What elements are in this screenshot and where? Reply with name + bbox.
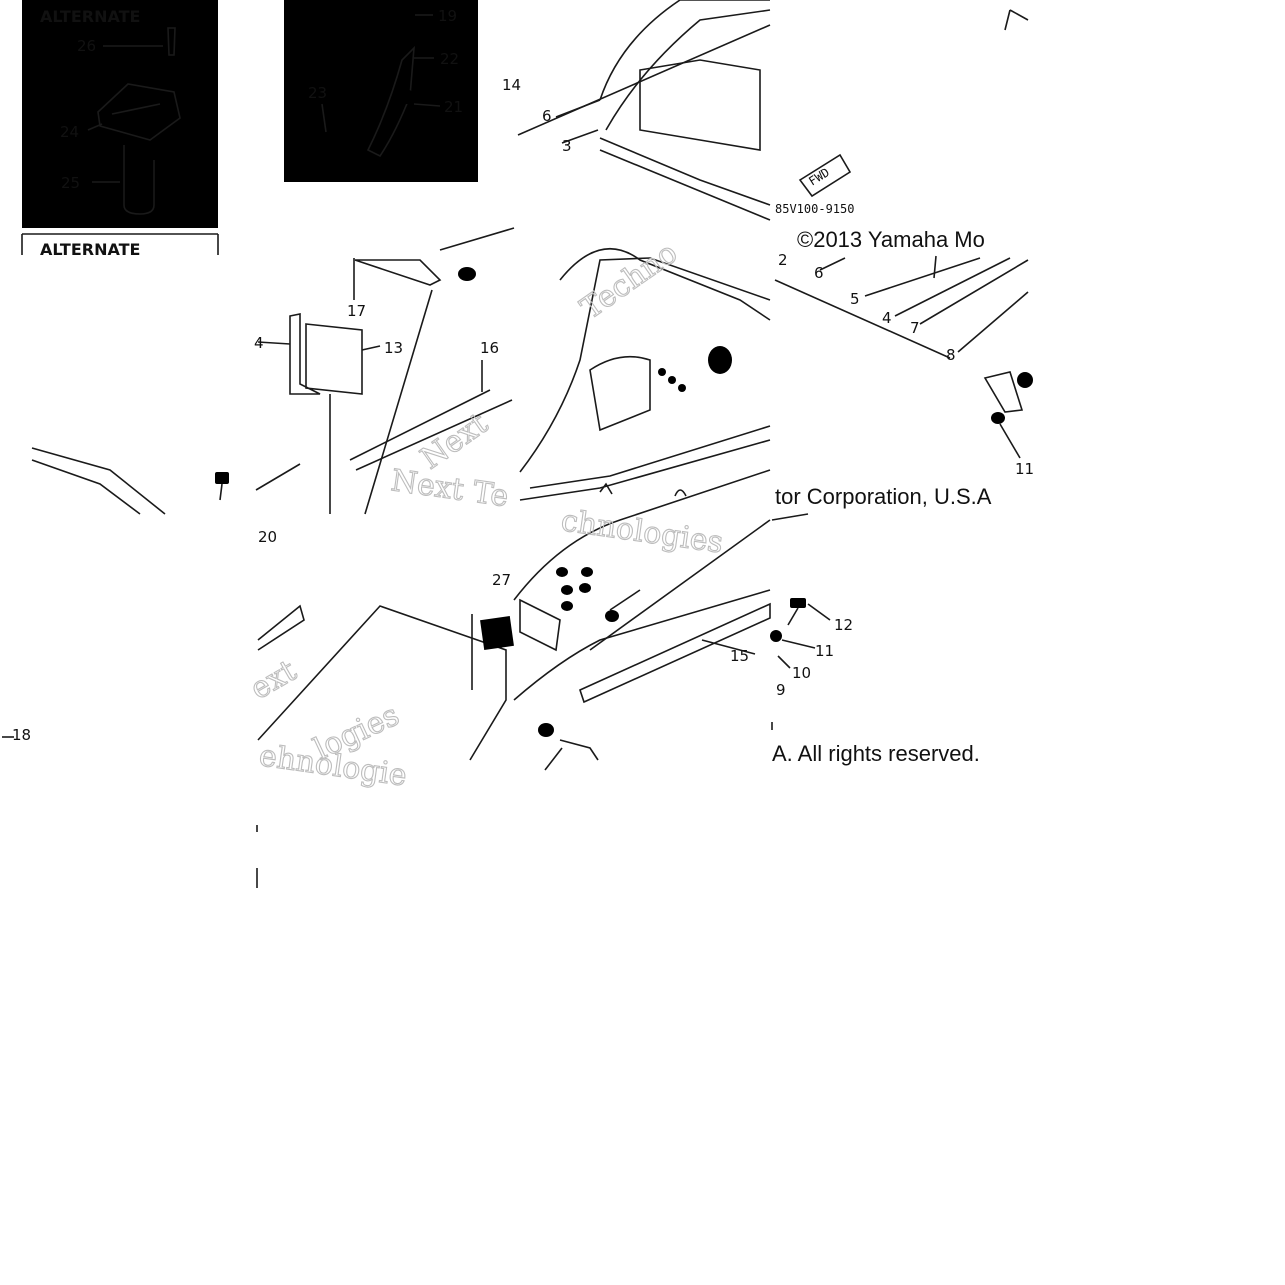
callout-27: 27 [492,571,511,589]
callout-24: 24 [60,123,79,141]
callout-9: 9 [776,681,786,699]
callout-8: 8 [946,346,956,364]
watermark: Next Te chnologies Techno Next ext logie… [244,235,726,794]
skid-left-shape [31,447,166,515]
callout-11: 11 [815,642,834,660]
bumper-14-shape [289,313,321,395]
hood-upper-edge [599,0,770,101]
callout-16: 16 [480,339,499,357]
alternate-box-1 [22,0,218,228]
watermark-text-4: Next [415,406,495,477]
callout-5: 5 [850,290,860,308]
callout-15: 15 [730,647,749,665]
alternate-label-1: ALTERNATE [40,7,140,26]
accessory-box [284,0,478,182]
callout-3: 3 [562,137,572,155]
fender-shape [257,604,305,651]
pad-23-shape [319,134,339,166]
bracket-24-shape [97,83,181,141]
strap-22-shape [366,45,415,158]
plate-13-shape [305,323,363,395]
callout-7: 7 [910,319,920,337]
callout-18: 18 [12,726,31,744]
u-bolt-25-shape [123,145,155,215]
alternate-label-2: ALTERNATE [40,240,140,259]
watermark-text-1: Next Te [389,463,511,514]
callout-19: 19 [438,7,457,25]
callout-4-left: 4 [254,334,264,352]
callout-23: 23 [308,84,327,102]
callout-13: 13 [384,339,403,357]
rail-15-shape [579,602,771,704]
callout-2: 2 [778,251,788,269]
callout-17: 17 [347,302,366,320]
watermark-text-3: Techno [575,235,684,326]
callout-26: 26 [77,37,96,55]
frame-upper-edge [513,469,771,601]
callout-6-top: 6 [542,107,552,125]
line-art [2,0,1033,888]
callout-10: 10 [792,664,811,682]
callout-12: 12 [834,616,853,634]
copyright-line-1: ©2013 Yamaha Mo [797,227,985,252]
hood-lower-edge [599,137,771,206]
reflector-27-shape [480,616,514,650]
callout-21: 21 [444,98,463,116]
chassis-right-rail [519,439,771,501]
copyright-line-2: tor Corporation, U.S.A [775,484,992,509]
callout-14-top: 14 [502,76,521,94]
side-panel-shape [257,605,507,761]
bolt-26-shape [167,27,176,56]
callout-22: 22 [440,50,459,68]
chassis-left-wall [519,257,771,473]
flap-17-shape [354,259,442,286]
watermark-text-5: ext [245,653,303,707]
callout-11-right: 11 [1015,460,1034,478]
callout-25: 25 [61,174,80,192]
callout-6-right: 6 [814,264,824,282]
part-code: 85V100-9150 [775,202,854,216]
fwd-arrow-shape [798,153,852,198]
callout-4-right: 4 [882,309,892,327]
callout-20: 20 [258,528,277,546]
copyright-line-3: A. All rights reserved. [772,741,980,766]
